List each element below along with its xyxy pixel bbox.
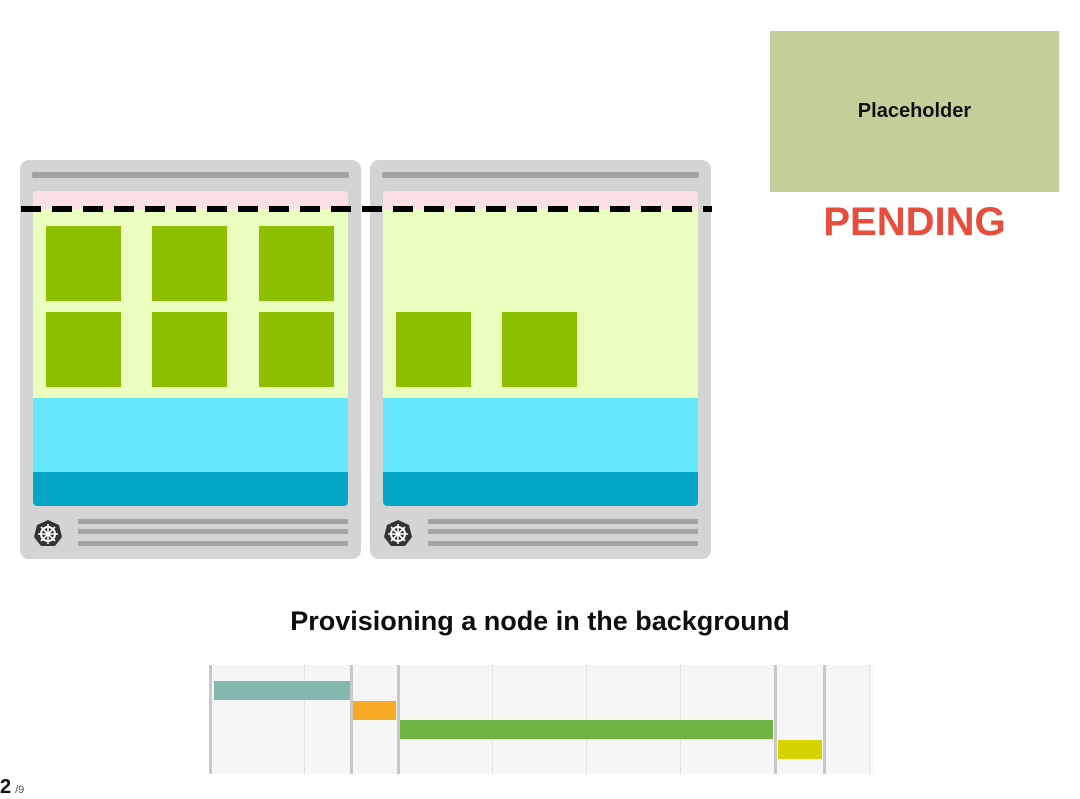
node-footer-line (428, 519, 698, 524)
kubernetes-wheel-icon (384, 520, 412, 546)
kubelet-area (383, 472, 698, 506)
node-1 (20, 160, 361, 559)
node-footer-line (428, 529, 698, 534)
threshold-dashed-line (21, 206, 712, 212)
pod (396, 312, 471, 387)
node-header-bar (382, 172, 699, 178)
placeholder-label: Placeholder (857, 100, 972, 122)
reserved-area (33, 191, 348, 209)
pod (152, 226, 227, 301)
pod (46, 312, 121, 387)
timeline-segment (353, 701, 396, 720)
pod (502, 312, 577, 387)
timeline-divider (209, 665, 212, 774)
pod (46, 226, 121, 301)
caption: Provisioning a node in the background (290, 606, 790, 636)
timeline-segment (778, 740, 822, 759)
kubelet-area (33, 472, 348, 506)
page-total: /9 (15, 784, 25, 796)
system-area (33, 398, 348, 472)
node-footer-line (428, 541, 698, 546)
pod (259, 226, 334, 301)
node-footer-line (78, 541, 348, 546)
kubernetes-wheel-icon (34, 520, 62, 546)
timeline-gridline (869, 665, 870, 774)
system-area (383, 398, 698, 472)
placeholder-pod: Placeholder (770, 31, 1059, 192)
timeline-gridline (304, 665, 305, 774)
timeline-gridline (492, 665, 493, 774)
timeline-gridline (586, 665, 587, 774)
timeline-segment (400, 720, 773, 739)
timeline-divider (774, 665, 777, 774)
timeline-gridline (680, 665, 681, 774)
timeline-divider (350, 665, 353, 774)
timeline-divider (397, 665, 400, 774)
node-2 (370, 160, 711, 559)
pod (152, 312, 227, 387)
node-footer-line (78, 519, 348, 524)
pod (259, 312, 334, 387)
timeline-segment (214, 681, 350, 700)
timeline (209, 665, 873, 774)
timeline-divider (823, 665, 826, 774)
page-current: 2 (0, 776, 12, 798)
pending-status: PENDING (823, 200, 1006, 244)
reserved-area (383, 191, 698, 209)
node-footer-line (78, 529, 348, 534)
node-header-bar (32, 172, 349, 178)
